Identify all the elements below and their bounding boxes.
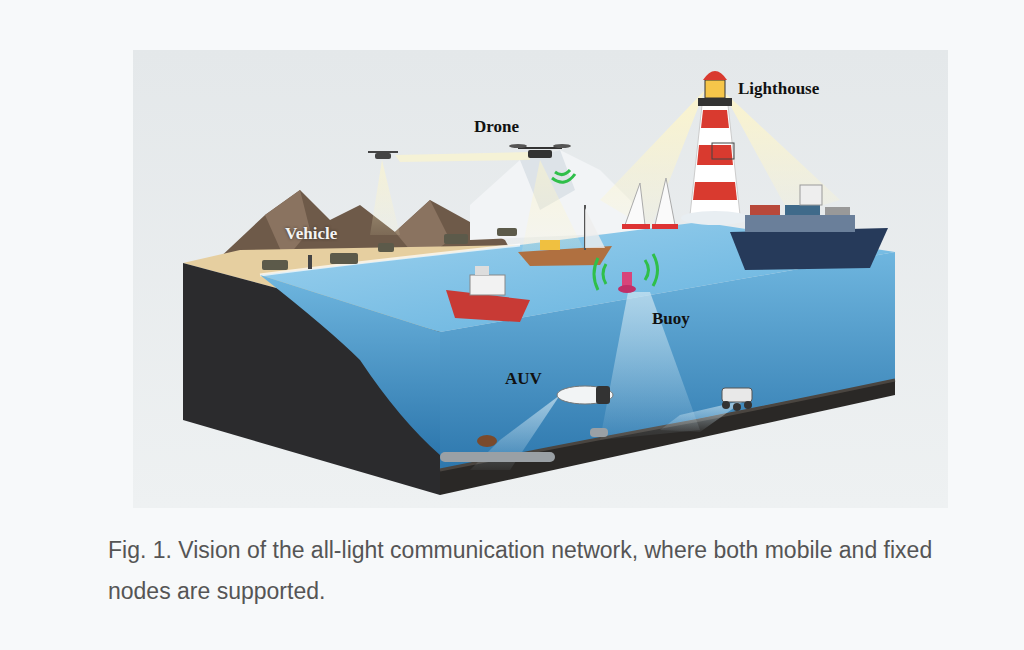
buoy [594,254,658,293]
drone [509,144,575,182]
part-label: Buoy [652,309,690,329]
part-label: Drone [474,117,519,137]
figure-caption: Fig. 1. Vision of the all-light communic… [108,530,988,612]
part-label: Vehicle [285,224,337,244]
auv [557,386,613,404]
part-label: AUV [505,369,542,389]
container-ship [730,185,888,270]
part-label: Lighthouse [738,79,819,99]
